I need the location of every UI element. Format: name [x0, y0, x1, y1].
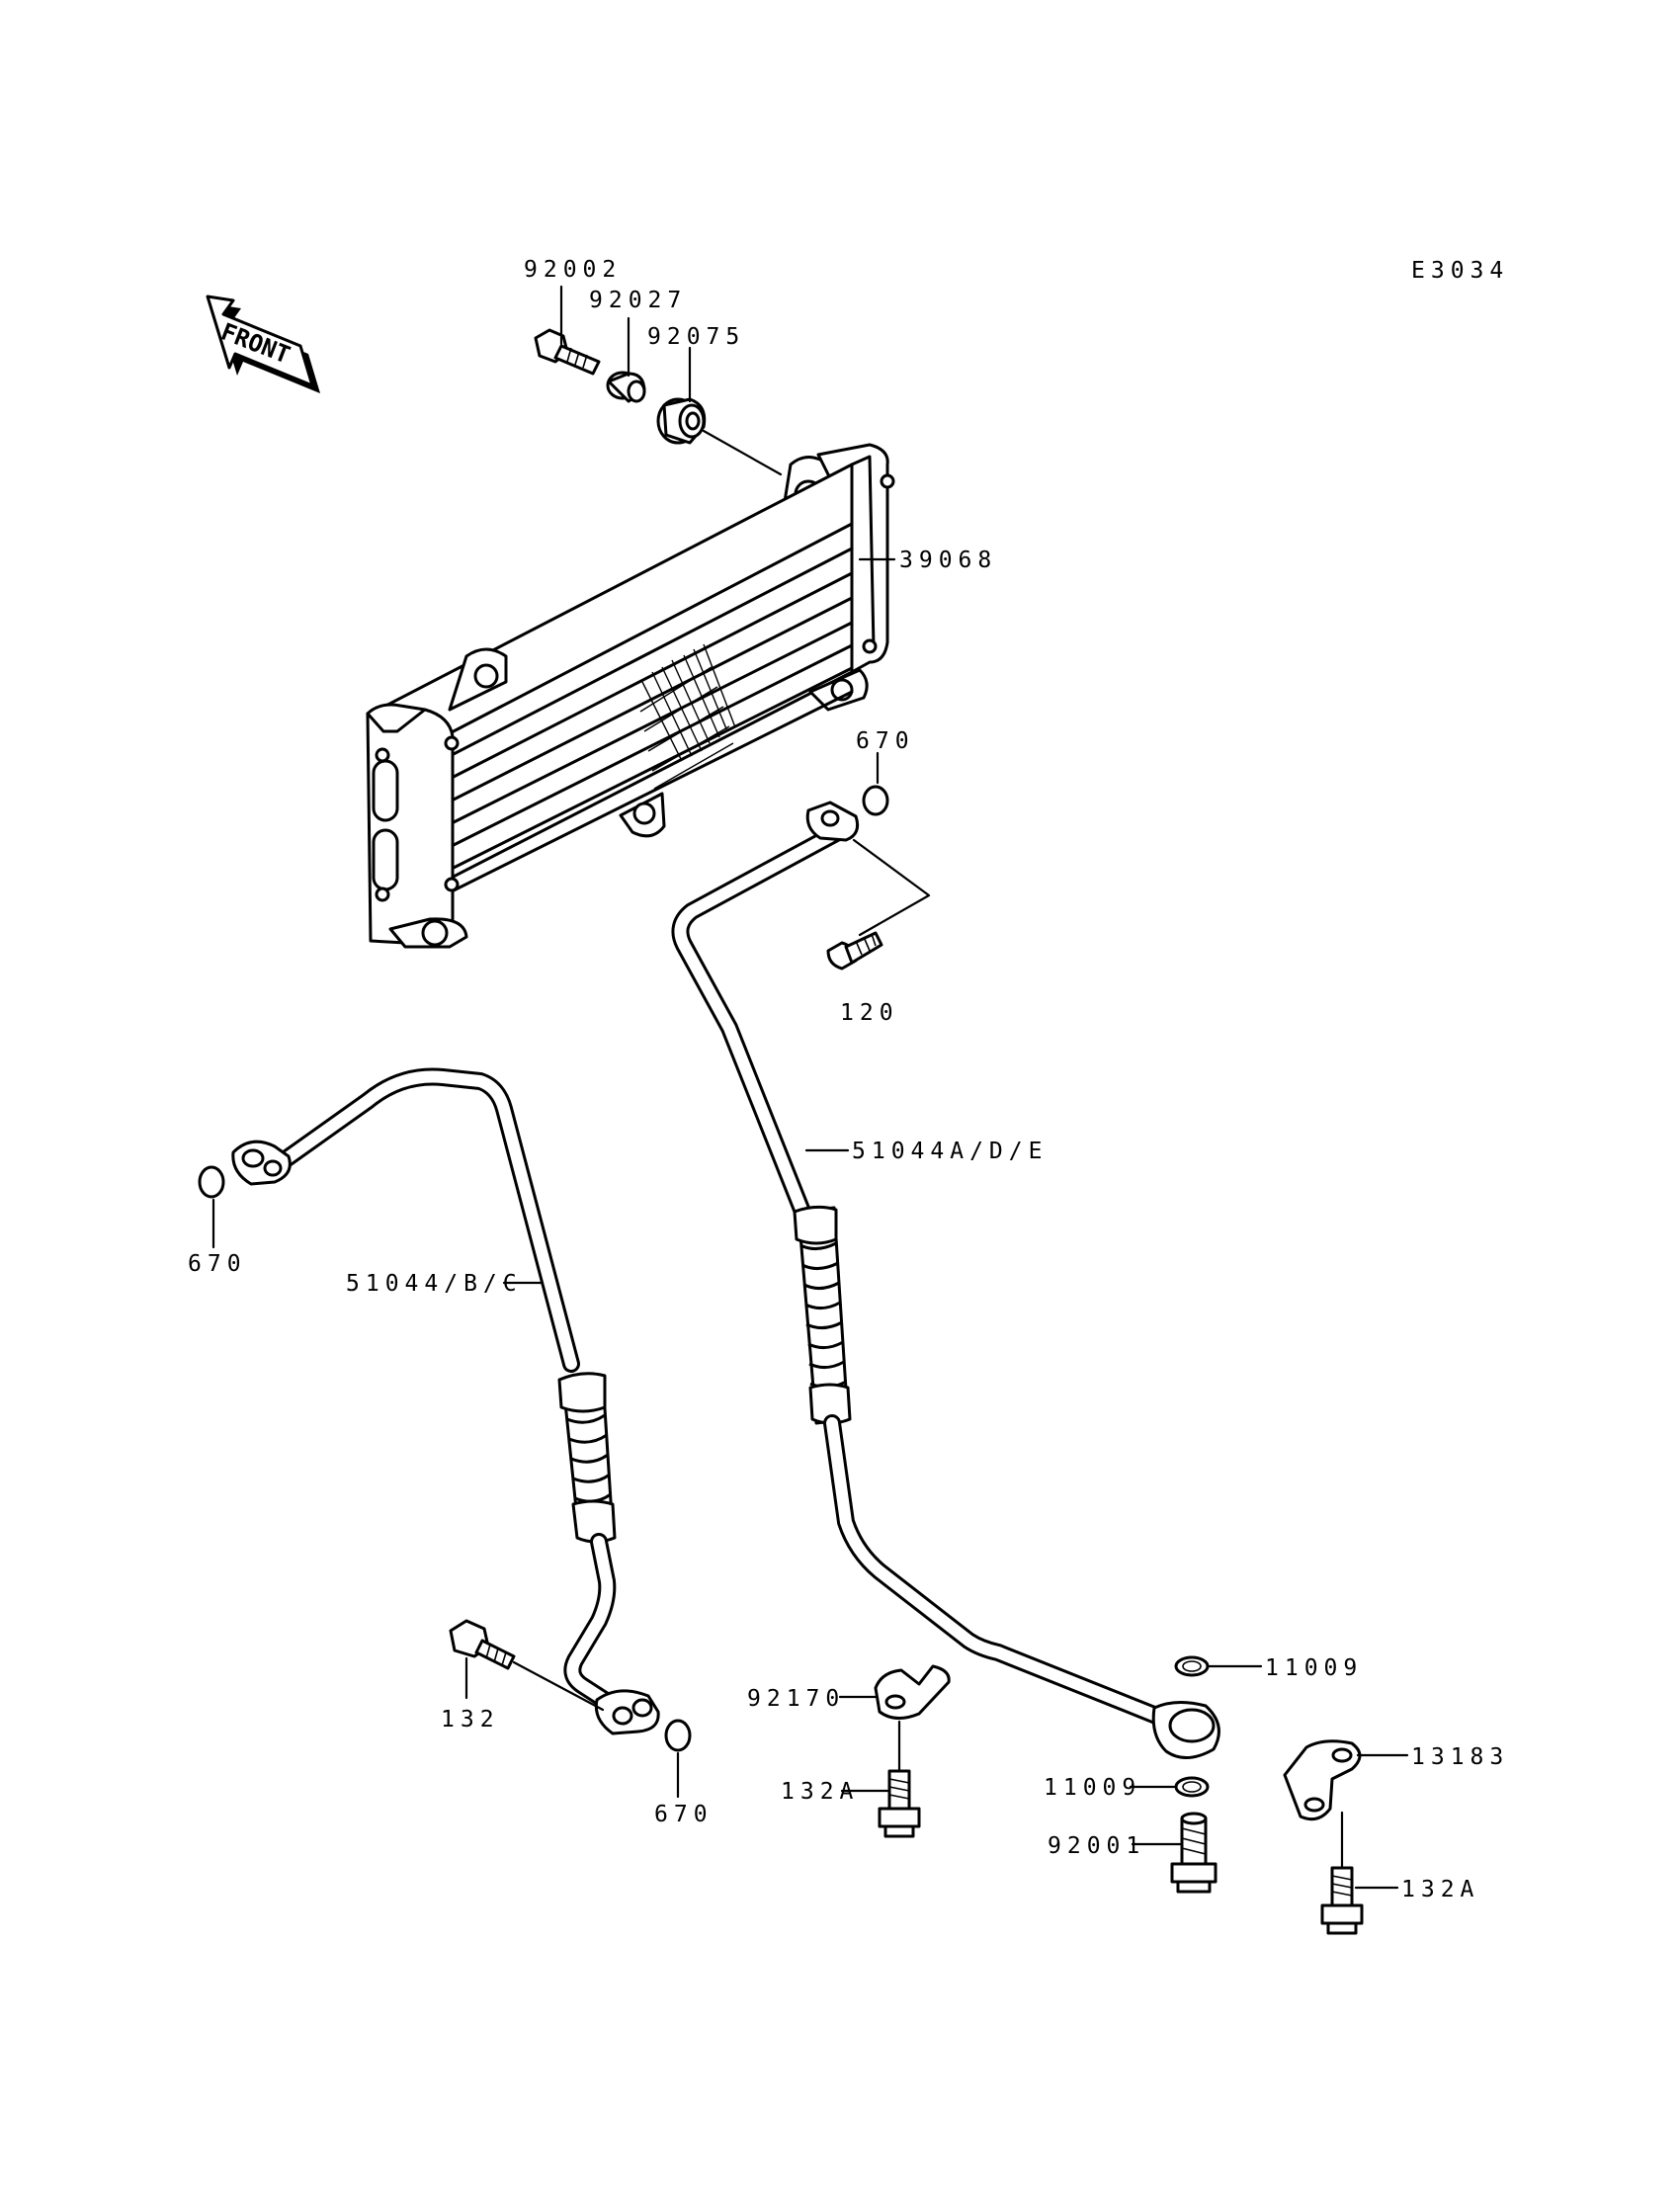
- washer-11009-bottom: [1174, 1776, 1210, 1798]
- callout-670-bottom: 670: [654, 1802, 714, 1827]
- bolt-92002: [534, 328, 601, 376]
- o-ring-670-left: [198, 1165, 225, 1199]
- callout-132: 132: [441, 1707, 500, 1732]
- callout-132a-right: 132A: [1401, 1877, 1479, 1902]
- oil-cooler: [366, 443, 895, 949]
- clamp-92170: [874, 1664, 951, 1720]
- callout-13183: 13183: [1411, 1744, 1509, 1770]
- callout-92001: 92001: [1048, 1833, 1145, 1859]
- callout-120: 120: [840, 1000, 899, 1026]
- bolt-132a-left: [878, 1769, 921, 1838]
- front-arrow: FRONT: [206, 295, 320, 393]
- callout-670-left: 670: [188, 1251, 247, 1277]
- bolt-132a-right: [1320, 1866, 1364, 1935]
- diagram-code: E3034: [1411, 258, 1509, 284]
- callout-92170: 92170: [747, 1686, 845, 1712]
- oil-pipe-51044bc: [231, 1067, 660, 1735]
- callout-51044bc: 51044/B/C: [346, 1271, 523, 1297]
- washer-11009-top: [1174, 1655, 1210, 1677]
- callout-92002: 92002: [524, 257, 622, 283]
- callout-132a-left: 132A: [781, 1779, 859, 1805]
- banjo-bolt-92001: [1170, 1812, 1218, 1894]
- bracket-13183: [1283, 1739, 1362, 1821]
- oil-pipe-51044ade: [671, 801, 1220, 1759]
- callout-670-top: 670: [856, 728, 915, 754]
- bolt-132: [449, 1619, 516, 1670]
- o-ring-670-top: [862, 785, 889, 816]
- callout-11009-bottom: 11009: [1044, 1775, 1141, 1801]
- grommet-92075: [656, 397, 707, 445]
- bolt-120: [826, 931, 883, 971]
- callout-92027: 92027: [589, 288, 687, 313]
- callout-51044ade: 51044A/D/E: [852, 1139, 1048, 1164]
- collar-92027: [606, 371, 646, 403]
- callout-92075: 92075: [647, 324, 745, 350]
- callout-39068: 39068: [899, 548, 997, 573]
- callout-11009-top: 11009: [1265, 1655, 1363, 1681]
- o-ring-670-bottom: [664, 1719, 692, 1752]
